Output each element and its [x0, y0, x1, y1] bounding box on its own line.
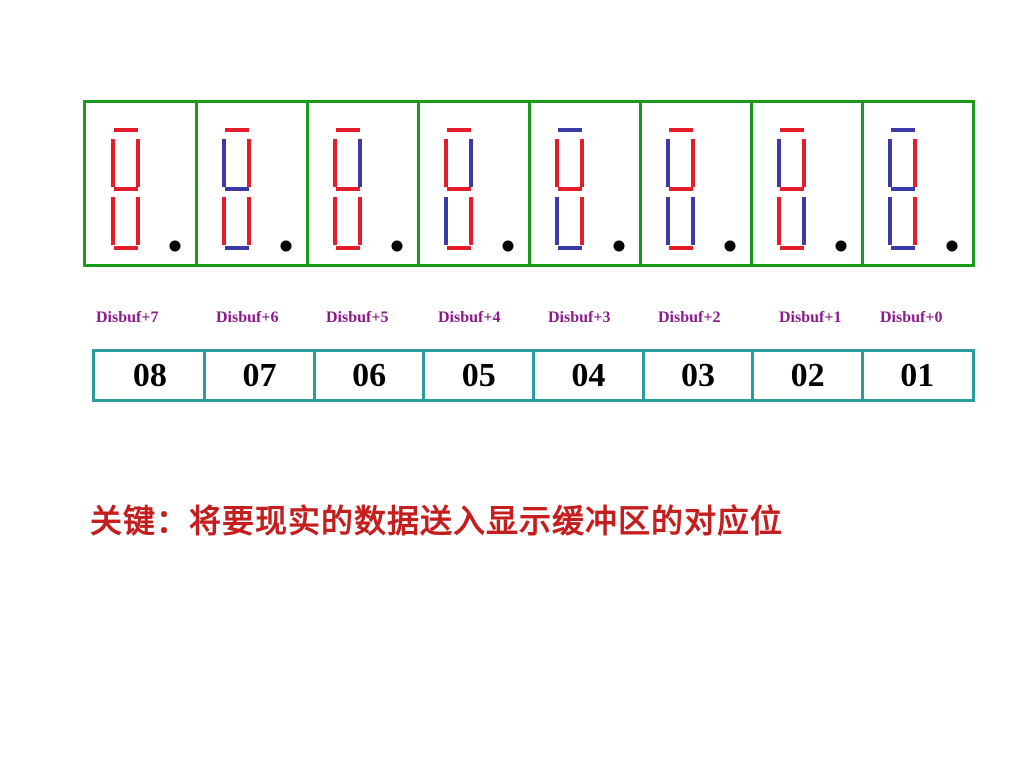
- decimal-point: [391, 240, 403, 252]
- decimal-point: [169, 240, 181, 252]
- address-label: Disbuf+0: [880, 309, 943, 326]
- digit-divider: [750, 103, 753, 264]
- address-label: Disbuf+3: [548, 309, 611, 326]
- digit-1-segments: [777, 128, 847, 252]
- address-label: Disbuf+1: [779, 309, 842, 326]
- digit-4-segments: [444, 128, 514, 252]
- buffer-cell: 07: [242, 356, 277, 394]
- decimal-point: [835, 240, 847, 252]
- buffer-divider: [641, 352, 645, 399]
- display-buffer-row: 08 07 06 05 04 03 02 01: [92, 349, 975, 402]
- address-label: Disbuf+4: [438, 309, 501, 326]
- digit-cell-7: [86, 103, 197, 264]
- buffer-cell: 02: [790, 356, 825, 394]
- key-note: 关键：将要现实的数据送入显示缓冲区的对应位: [90, 502, 784, 540]
- buffer-address-labels: Disbuf+7 Disbuf+6 Disbuf+5 Disbuf+4 Disbuf+3…: [0, 309, 1024, 331]
- decimal-point: [724, 240, 736, 252]
- buffer-cell: 01: [900, 356, 935, 394]
- digit-cell-3: [530, 103, 641, 264]
- address-label: Disbuf+7: [96, 309, 159, 326]
- digit-divider: [528, 103, 531, 264]
- digit-cell-6: [197, 103, 308, 264]
- decimal-point: [946, 240, 958, 252]
- digit-3-segments: [555, 128, 625, 252]
- digit-divider: [861, 103, 864, 264]
- decimal-point: [280, 240, 292, 252]
- buffer-divider: [751, 352, 755, 399]
- buffer-cell: 08: [132, 356, 167, 394]
- digit-cell-4: [419, 103, 530, 264]
- digit-cell-5: [308, 103, 419, 264]
- buffer-cell: 03: [680, 356, 715, 394]
- address-label: Disbuf+5: [326, 309, 389, 326]
- buffer-cell: 06: [352, 356, 387, 394]
- digit-cell-0: [863, 103, 974, 264]
- digit-7-segments: [111, 128, 181, 252]
- buffer-cell: 05: [461, 356, 496, 394]
- digit-5-segments: [333, 128, 403, 252]
- digit-0-segments: [888, 128, 958, 252]
- digit-6-segments: [222, 128, 292, 252]
- buffer-divider: [203, 352, 207, 399]
- decimal-point: [613, 240, 625, 252]
- seven-segment-display: [83, 100, 975, 267]
- buffer-divider: [532, 352, 535, 399]
- digit-divider: [639, 103, 642, 264]
- buffer-cell: 04: [571, 356, 606, 394]
- address-label: Disbuf+2: [658, 309, 721, 326]
- address-label: Disbuf+6: [216, 309, 279, 326]
- buffer-divider: [422, 352, 426, 399]
- digit-2-segments: [666, 128, 736, 252]
- buffer-divider: [860, 352, 864, 399]
- digit-divider: [417, 103, 420, 264]
- digit-cell-1: [752, 103, 863, 264]
- decimal-point: [502, 240, 514, 252]
- buffer-divider: [312, 352, 316, 399]
- digit-divider: [306, 103, 309, 264]
- digit-cell-2: [641, 103, 752, 264]
- digit-divider: [195, 103, 198, 264]
